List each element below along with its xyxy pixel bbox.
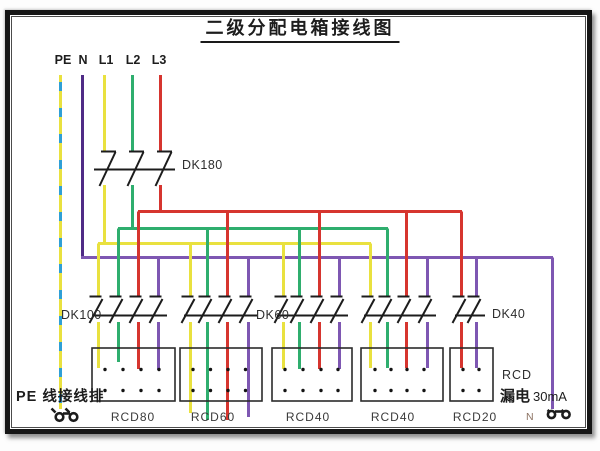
label-rcd40-b: RCD40 — [370, 410, 416, 424]
label-pe-busbar: PE 线接线排 — [16, 389, 105, 405]
label-l3: L3 — [151, 53, 167, 67]
label-rcd60: RCD60 — [190, 410, 236, 424]
label-neutral-note: N — [526, 411, 534, 423]
label-rcd20: RCD20 — [452, 410, 498, 424]
phase-mid-wires — [103, 185, 162, 245]
label-leakage-rating: 30mA — [533, 389, 567, 404]
incoming-supply-wires — [59, 75, 162, 409]
label-rcd80: RCD80 — [110, 410, 156, 424]
page-title: 二级分配电箱接线图 — [200, 19, 400, 43]
label-breaker-dk100: DK100 — [61, 308, 102, 322]
label-rcd-note: RCD — [502, 368, 533, 382]
main-breaker-symbol — [94, 150, 175, 187]
breaker-output-wires — [97, 322, 478, 420]
label-main-breaker: DK180 — [182, 158, 223, 172]
branch-drop-wires — [97, 211, 478, 297]
label-l1: L1 — [98, 53, 114, 67]
label-l2: L2 — [125, 53, 141, 67]
label-rcd40-a: RCD40 — [285, 410, 331, 424]
neutral-terminal-symbol — [546, 409, 571, 420]
pe-terminal-symbol — [50, 407, 79, 423]
terminal-dots — [103, 367, 481, 393]
branch-breaker-symbols — [88, 295, 485, 324]
label-pe: PE — [54, 53, 72, 67]
label-breaker-dk60: DK60 — [256, 308, 290, 322]
label-breaker-dk40: DK40 — [492, 307, 526, 321]
label-leakage-text: 漏电 — [500, 388, 531, 405]
rcd-boxes — [91, 347, 494, 402]
label-n: N — [78, 53, 88, 67]
enclosure-inner-border — [11, 16, 586, 428]
